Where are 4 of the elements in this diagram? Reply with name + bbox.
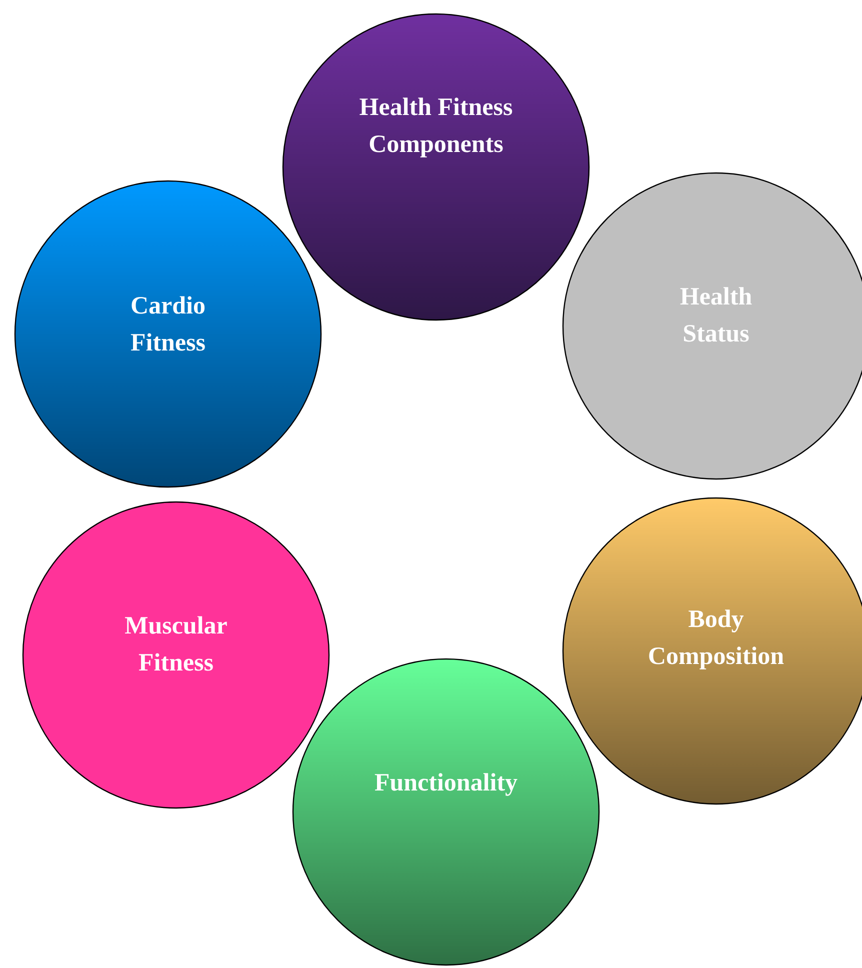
- circle-node: Muscular Fitness: [22, 501, 330, 809]
- circle-node: Functionality: [292, 658, 600, 966]
- circle-node: Cardio Fitness: [14, 180, 322, 488]
- circle-node: Health Fitness Components: [282, 13, 590, 321]
